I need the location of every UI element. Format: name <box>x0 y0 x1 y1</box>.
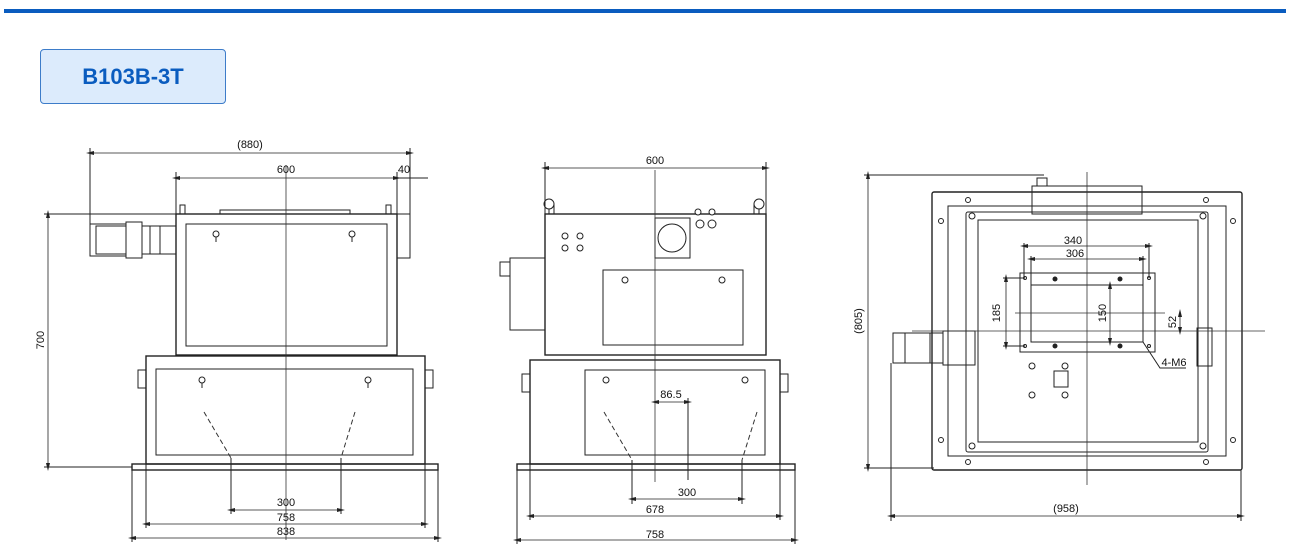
front-side-block <box>396 213 411 259</box>
front-view: (880) 600 40 700 300 758 838 <box>35 139 442 542</box>
side-view: 600 86.5 300 678 758 <box>499 155 799 544</box>
dim-top-958: (958) <box>1053 503 1079 515</box>
dim-top-340: 340 <box>1064 235 1082 247</box>
top-motor <box>892 332 944 364</box>
front-floor-plate <box>131 463 439 471</box>
dim-front-600: 600 <box>277 164 295 176</box>
front-upper-panel <box>185 223 388 347</box>
dim-front-758: 758 <box>277 512 295 524</box>
model-title-box: B103B-3T <box>40 49 226 104</box>
dim-front-838: 838 <box>277 526 295 538</box>
side-window <box>602 269 744 346</box>
front-base-panel <box>155 368 414 456</box>
top-right-bracket <box>1196 327 1213 367</box>
dim-side-86-5: 86.5 <box>660 389 681 401</box>
dim-top-185: 185 <box>991 304 1003 322</box>
front-base <box>145 355 426 465</box>
dim-top-306: 306 <box>1066 248 1084 260</box>
dim-front-40: 40 <box>398 164 410 176</box>
side-floor-plate <box>516 463 796 471</box>
dim-side-758: 758 <box>646 529 664 541</box>
header-accent-bar <box>4 9 1286 13</box>
dim-top-150: 150 <box>1097 304 1109 322</box>
dim-top-805: (805) <box>853 308 865 334</box>
front-upper-body <box>175 213 398 356</box>
connector-icon <box>1053 370 1069 388</box>
side-base-panel <box>584 369 766 456</box>
dim-front-880: (880) <box>237 139 263 151</box>
dim-side-600: 600 <box>646 155 664 167</box>
dim-side-678: 678 <box>646 504 664 516</box>
top-view: (805) (958) 340 306 185 150 52 4-M6 <box>853 171 1265 521</box>
dim-top-52: 52 <box>1167 316 1179 328</box>
dim-front-300: 300 <box>277 497 295 509</box>
top-window <box>1019 272 1156 353</box>
thread-callout: 4-M6 <box>1161 357 1186 369</box>
dim-side-300: 300 <box>678 487 696 499</box>
side-control-box <box>509 257 546 331</box>
model-title: B103B-3T <box>82 63 184 89</box>
motor <box>89 221 177 259</box>
dim-front-700: 700 <box>35 331 47 349</box>
